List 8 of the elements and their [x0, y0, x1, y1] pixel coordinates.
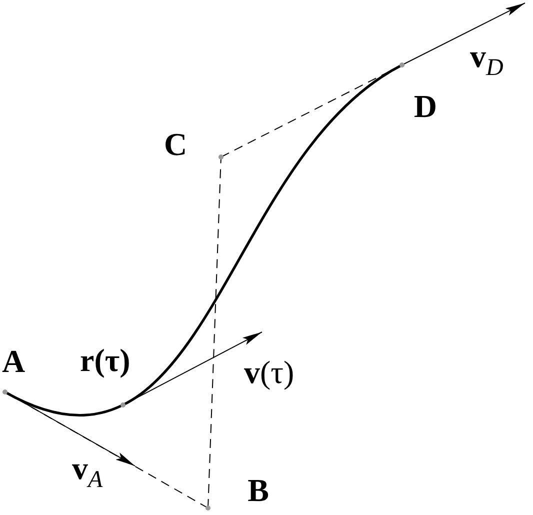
point-label: B: [207, 474, 269, 509]
curve: [4, 64, 403, 416]
point-label: C: [164, 128, 222, 158]
dashed-line: [208, 156, 222, 508]
point-label: A: [2, 345, 36, 393]
vector-arrow: [402, 2, 526, 66]
point-label: r(τ): [80, 344, 156, 406]
point-label: D: [401, 64, 437, 122]
